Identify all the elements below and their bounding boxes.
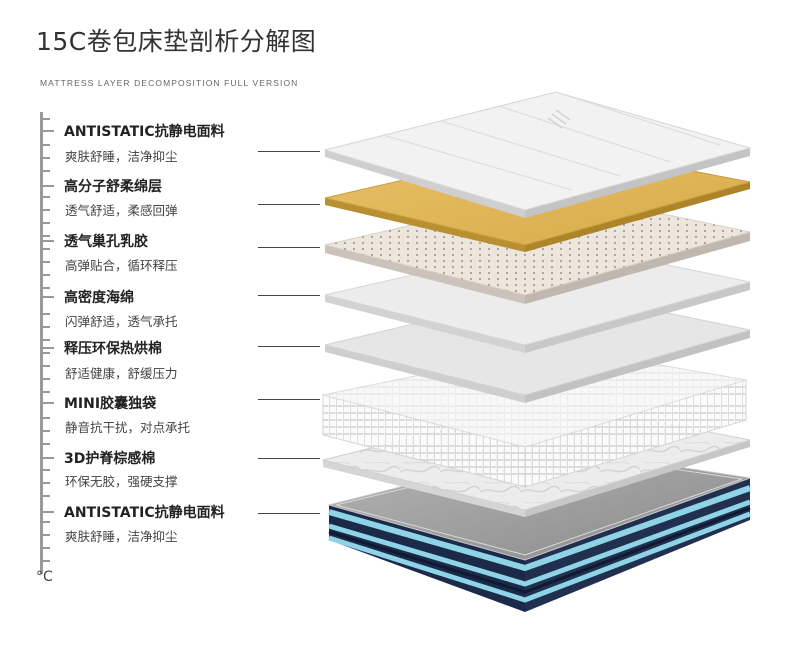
ruler-minor-tick (43, 469, 50, 471)
ruler-minor-tick (43, 417, 50, 419)
layer-name-7: 3D护脊棕感棉 (64, 451, 156, 467)
layer-name-4: 高密度海绵 (64, 290, 134, 306)
layer-name-1: ANTISTATIC抗静电面料 (64, 124, 225, 140)
ruler-major-tick (43, 130, 54, 132)
layer-name-8: ANTISTATIC抗静电面料 (64, 505, 225, 521)
cover-brand-mark-icon (547, 109, 571, 129)
ruler-minor-tick (43, 248, 50, 250)
ruler-major-tick (43, 296, 54, 298)
ruler-major-tick (43, 402, 54, 404)
ruler-minor-tick (43, 378, 50, 380)
ruler-minor-tick (43, 118, 50, 120)
ruler-major-tick (43, 457, 54, 459)
ruler-minor-tick (43, 443, 50, 445)
leader-line-3 (258, 247, 320, 248)
ruler-minor-tick (43, 391, 50, 393)
leader-line-8 (258, 513, 320, 514)
leader-line-6 (258, 399, 320, 400)
layer-desc-3: 高弹贴合，循环释压 (65, 258, 178, 273)
ruler-minor-tick (43, 352, 50, 354)
ruler-minor-tick (43, 274, 50, 276)
layer-desc-5: 舒适健康，舒缓压力 (65, 366, 178, 381)
page-subtitle: MATTRESS LAYER DECOMPOSITION FULL VERSIO… (40, 78, 299, 88)
ruler-minor-tick (43, 170, 50, 172)
layer-desc-2: 透气舒适，柔感回弹 (65, 203, 178, 218)
layer-desc-4: 闪弹舒适，透气承托 (65, 314, 178, 329)
ruler-major-tick (43, 511, 54, 513)
ruler-major-tick (43, 185, 54, 187)
leader-line-5 (258, 346, 320, 347)
ruler-minor-tick (43, 196, 50, 198)
ruler-minor-tick (43, 430, 50, 432)
ruler-minor-tick (43, 560, 50, 562)
scale-unit: °C (36, 569, 53, 585)
ruler-major-tick (43, 240, 54, 242)
ruler-minor-tick (43, 326, 50, 328)
ruler-minor-tick (43, 157, 50, 159)
page-title: 15C卷包床垫剖析分解图 (36, 27, 317, 56)
layer-desc-8: 爽肤舒睡，洁净抑尘 (65, 529, 178, 544)
layer-name-6: MINI胶囊独袋 (64, 396, 157, 412)
ruler-minor-tick (43, 339, 50, 341)
ruler-minor-tick (43, 365, 50, 367)
ruler-minor-tick (43, 521, 50, 523)
ruler-minor-tick (43, 222, 50, 224)
leader-line-4 (258, 295, 320, 296)
ruler-minor-tick (43, 287, 50, 289)
ruler-minor-tick (43, 144, 50, 146)
ruler-minor-tick (43, 547, 50, 549)
ruler-minor-tick (43, 313, 50, 315)
ruler-minor-tick (43, 235, 50, 237)
ruler-minor-tick (43, 261, 50, 263)
layer-name-5: 释压环保热烘棉 (64, 341, 162, 357)
layer-name-3: 透气巢孔乳胶 (64, 234, 148, 250)
ruler-major-tick (43, 347, 54, 349)
ruler-minor-tick (43, 495, 50, 497)
layer-antistatic-top-fabric (323, 91, 752, 218)
layer-desc-1: 爽肤舒睡，洁净抑尘 (65, 149, 178, 164)
layer-name-2: 高分子舒柔绵层 (64, 179, 162, 195)
leader-line-7 (258, 458, 320, 459)
ruler-minor-tick (43, 534, 50, 536)
layer-desc-6: 静音抗干扰，对点承托 (65, 420, 191, 435)
ruler-minor-tick (43, 482, 50, 484)
leader-line-1 (258, 151, 320, 152)
scale-ruler (40, 112, 43, 574)
ruler-minor-tick (43, 209, 50, 211)
layer-desc-7: 环保无胶，强硬支撑 (65, 474, 178, 489)
leader-line-2 (258, 204, 320, 205)
